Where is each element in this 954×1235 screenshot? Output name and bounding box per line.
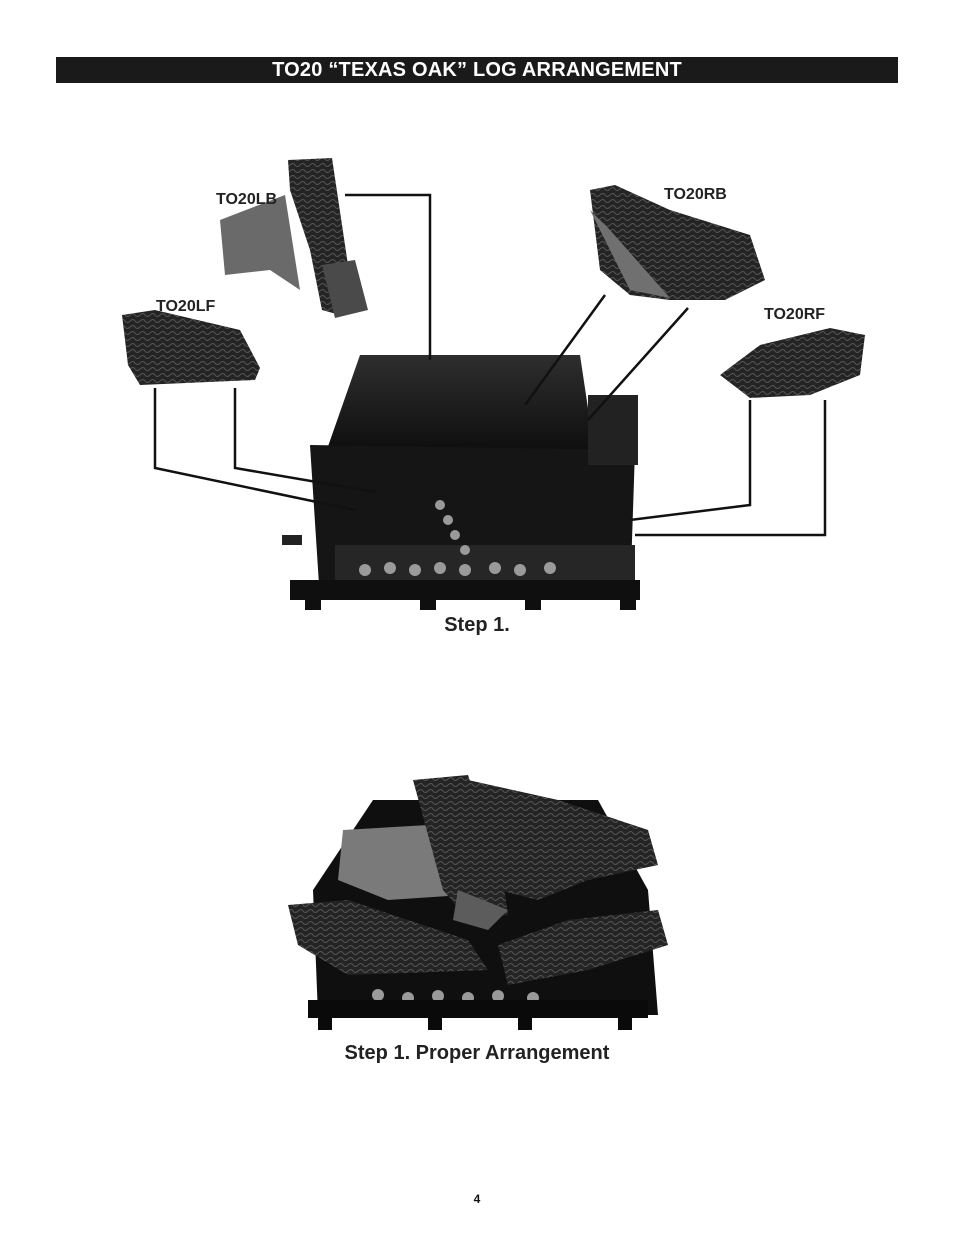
label-to20rb: TO20RB xyxy=(664,186,727,203)
grate-assembly xyxy=(282,355,640,610)
leader-lines xyxy=(153,193,827,537)
exploded-log-diagram xyxy=(122,158,865,610)
log-to20lf xyxy=(122,310,260,385)
log-to20rf xyxy=(720,328,865,398)
step1-caption: Step 1. xyxy=(444,614,510,636)
page-title: TO20 “TEXAS OAK” LOG ARRANGEMENT xyxy=(56,57,898,83)
label-to20rf: TO20RF xyxy=(764,306,826,323)
assembled-log-photo xyxy=(288,775,668,1030)
step1-proper-arrangement-caption: Step 1. Proper Arrangement xyxy=(344,1042,610,1064)
page-number: 4 xyxy=(473,1192,481,1206)
label-to20lb: TO20LB xyxy=(216,191,278,208)
log-to20rb xyxy=(590,185,765,300)
label-to20lf: TO20LF xyxy=(156,298,216,315)
log-to20lb xyxy=(220,158,368,318)
